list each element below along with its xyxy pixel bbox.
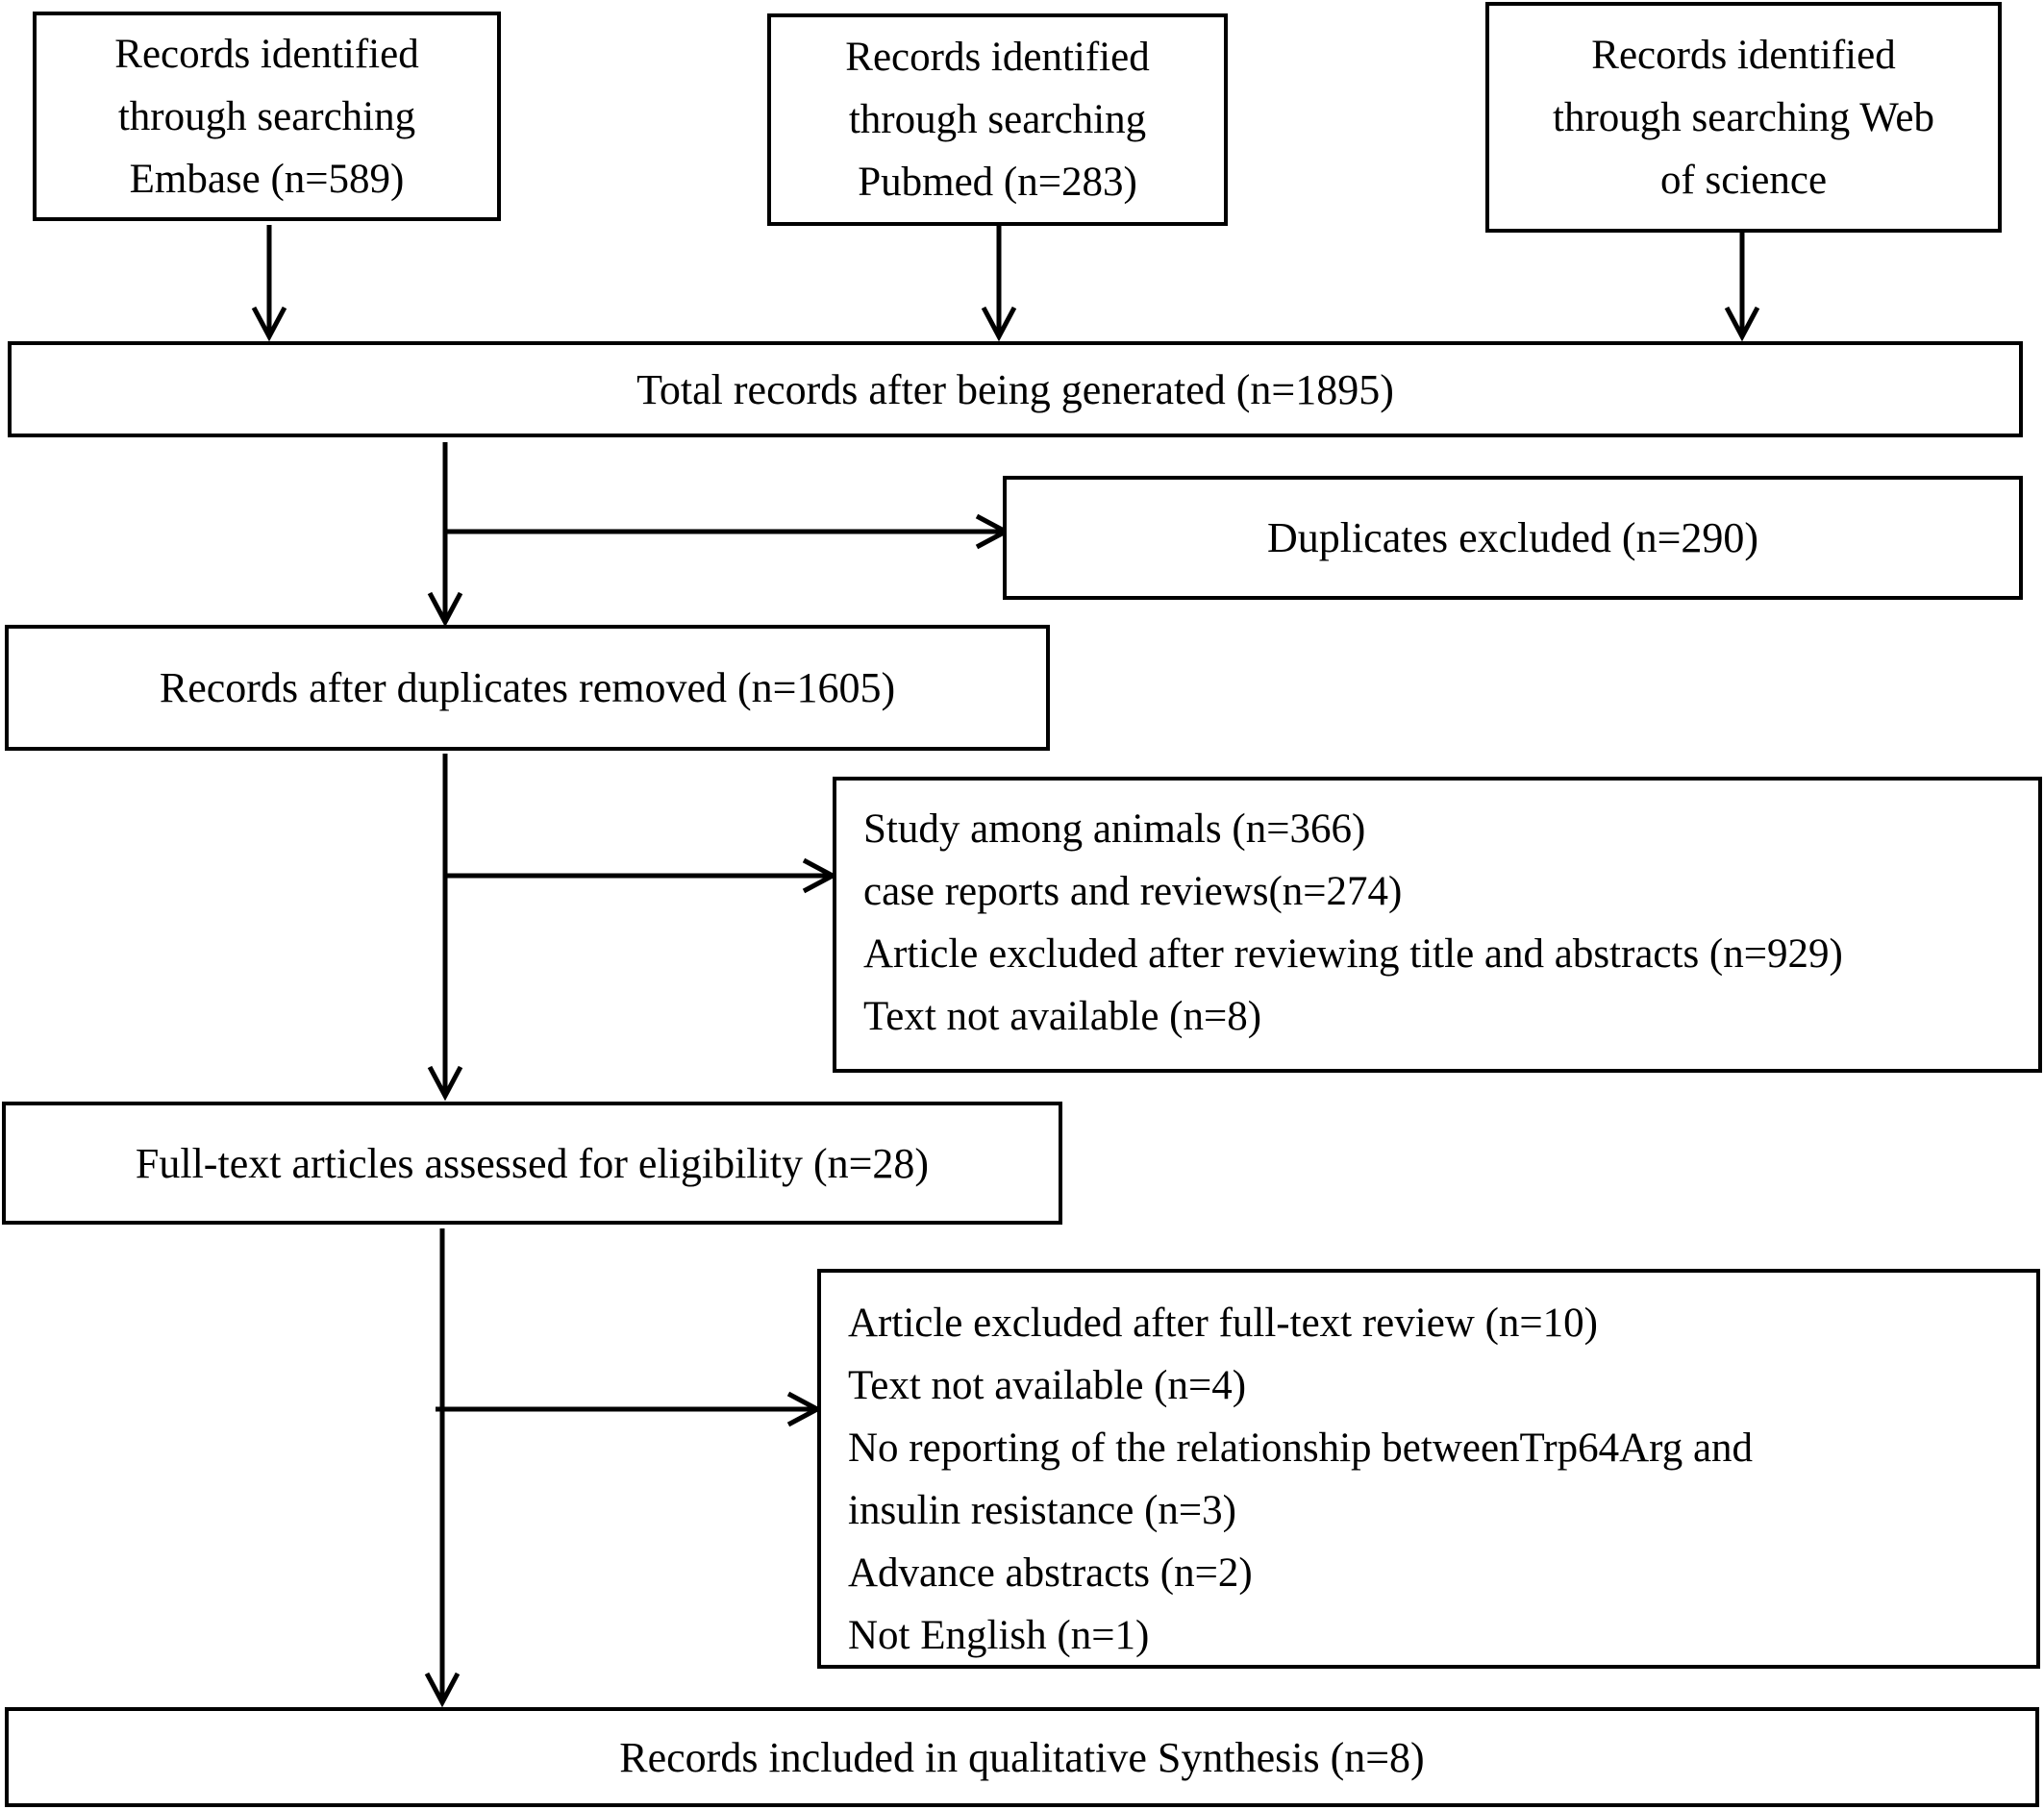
exclusion-item: Study among animals (n=366)	[863, 806, 1366, 852]
exclusion-item: Article excluded after full-text review …	[848, 1301, 1598, 1346]
duplicates-excluded-box: Duplicates excluded (n=290)	[1003, 476, 2023, 600]
source-embase-line-3: Embase (n=589)	[129, 156, 405, 202]
source-wos-line-1: Records identified	[1591, 32, 1896, 78]
source-pubmed-line-2: through searching	[848, 97, 1147, 142]
source-pubmed-line-1: Records identified	[845, 35, 1150, 80]
after-duplicates-label: Records after duplicates removed (n=1605…	[159, 664, 896, 711]
source-wos-line-3: of science	[1659, 157, 1828, 203]
exclusion-item: Advance abstracts (n=2)	[848, 1550, 1253, 1596]
arrow-to-fulltext-exclusions	[436, 1391, 823, 1427]
arrow-dedup-to-fulltext	[427, 754, 463, 1102]
after-duplicates-box: Records after duplicates removed (n=1605…	[5, 625, 1050, 751]
full-text-assessed-box: Full-text articles assessed for eligibil…	[2, 1102, 1062, 1225]
total-records-label: Total records after being generated (n=1…	[636, 365, 1394, 413]
source-wos-line-2: through searching Web	[1553, 94, 1934, 140]
source-embase-line-2: through searching	[117, 93, 416, 139]
source-box-web-of-science: Records identified through searching Web…	[1485, 2, 2002, 233]
source-pubmed-line-3: Pubmed (n=283)	[858, 160, 1137, 205]
arrow-wos-to-total	[1724, 231, 1760, 342]
total-records-box: Total records after being generated (n=1…	[8, 341, 2023, 437]
exclusion-item: case reports and reviews(n=274)	[863, 869, 1403, 914]
arrow-to-duplicates	[445, 513, 1011, 550]
full-text-assessed-label: Full-text articles assessed for eligibil…	[135, 1139, 930, 1187]
exclusion-item: Text not available (n=8)	[863, 994, 1262, 1039]
arrow-embase-to-total	[251, 225, 287, 342]
arrow-to-screen-exclusions	[445, 857, 838, 894]
source-embase-line-1: Records identified	[114, 31, 419, 77]
exclusion-item: insulin resistance (n=3)	[848, 1488, 1236, 1533]
screening-exclusions-box: Study among animals (n=366) case reports…	[833, 777, 2042, 1073]
source-box-embase: Records identified through searching Emb…	[33, 12, 501, 221]
exclusion-item: No reporting of the relationship between…	[848, 1426, 1754, 1471]
records-included-label: Records included in qualitative Synthesi…	[619, 1733, 1425, 1781]
source-box-pubmed: Records identified through searching Pub…	[767, 13, 1228, 226]
fulltext-exclusions-box: Article excluded after full-text review …	[817, 1269, 2040, 1669]
arrow-pubmed-to-total	[981, 223, 1017, 342]
arrow-fulltext-to-included	[424, 1228, 461, 1708]
duplicates-excluded-label: Duplicates excluded (n=290)	[1266, 514, 1759, 561]
records-included-box: Records included in qualitative Synthesi…	[5, 1707, 2039, 1807]
exclusion-item: Text not available (n=4)	[848, 1363, 1247, 1408]
exclusion-item: Not English (n=1)	[848, 1613, 1150, 1658]
exclusion-item: Article excluded after reviewing title a…	[863, 931, 1843, 977]
